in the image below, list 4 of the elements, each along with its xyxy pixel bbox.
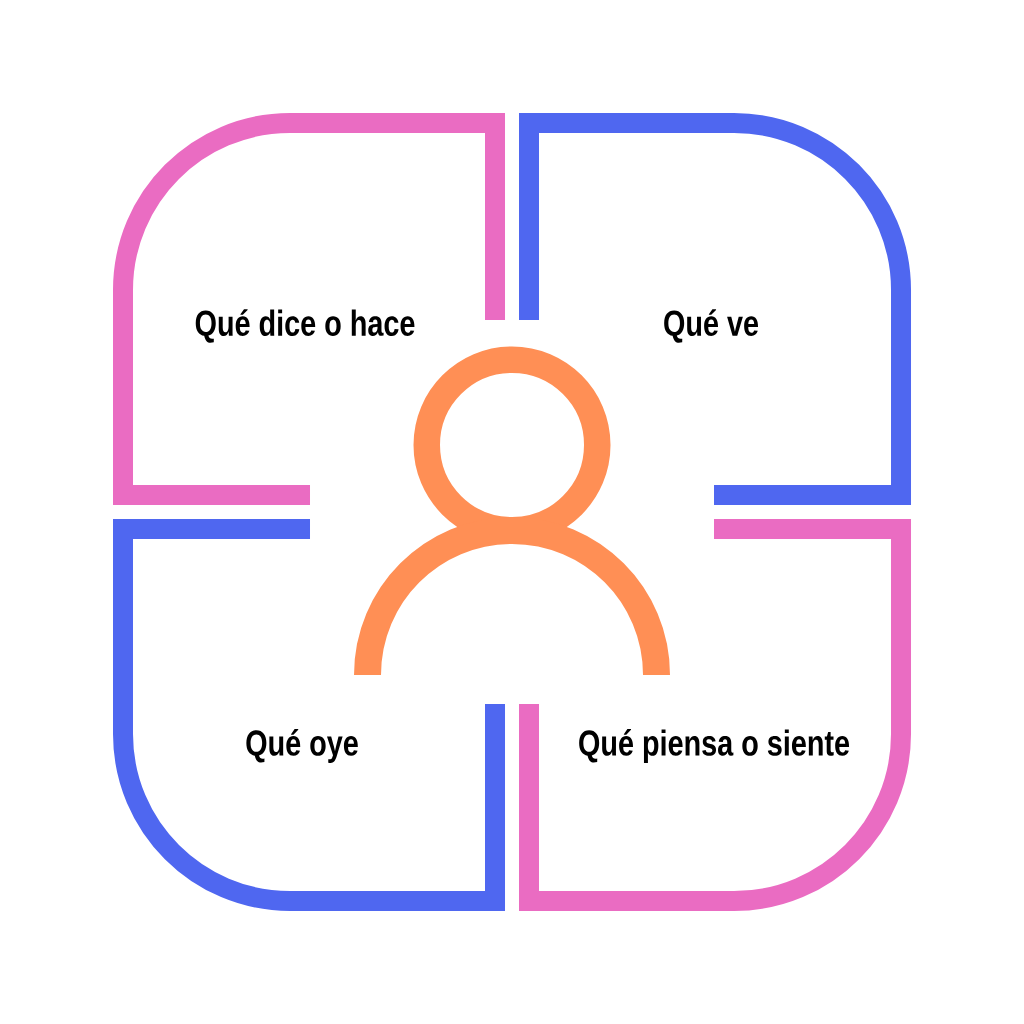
quadrant-panel: Qué piensa o siente: [519, 519, 911, 911]
quadrant-panel: Qué dice o hace: [113, 113, 505, 505]
quadrant-panel: Qué ve: [519, 113, 911, 505]
quadrant-panel: Qué oye: [113, 519, 505, 911]
